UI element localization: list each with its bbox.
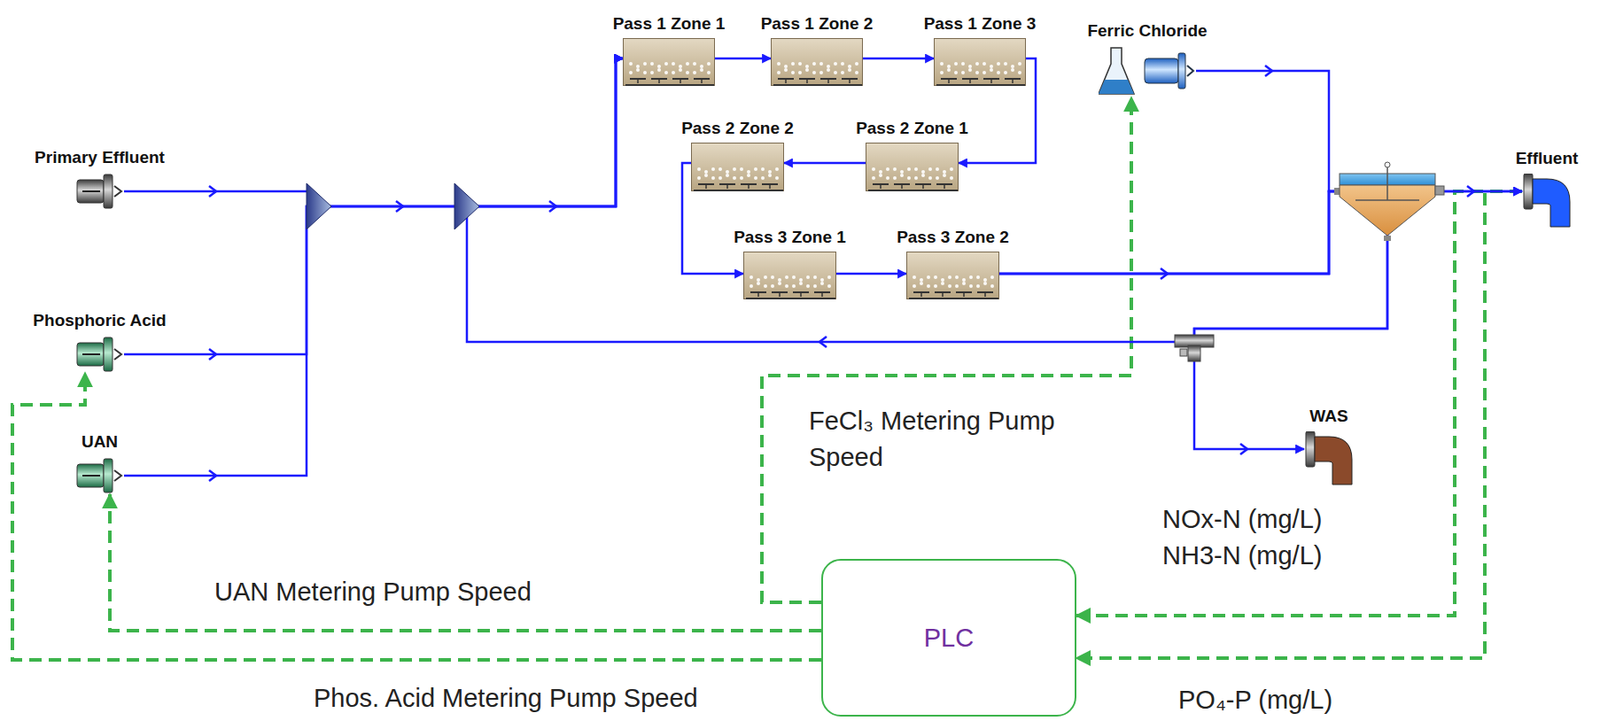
process-flow bbox=[999, 191, 1523, 274]
splitter-tee bbox=[1174, 334, 1214, 362]
aeration-tank: Pass 1 Zone 2 bbox=[770, 38, 863, 86]
controller-label: PLC bbox=[924, 623, 974, 653]
flow-chevron bbox=[209, 65, 1475, 482]
unit-label: Pass 2 Zone 1 bbox=[855, 118, 969, 139]
node-icon bbox=[1522, 173, 1572, 229]
node-icon bbox=[623, 38, 716, 87]
inlet-pipe: UAN bbox=[75, 457, 125, 495]
aeration-tank: Pass 2 Zone 1 bbox=[865, 142, 959, 192]
control-signal bbox=[1076, 191, 1523, 616]
signal-label: FeCl₃ Metering Pump Speed bbox=[808, 403, 1102, 475]
process-flow bbox=[1196, 70, 1523, 192]
unit-label: Pass 3 Zone 2 bbox=[896, 227, 1010, 248]
node-icon bbox=[866, 143, 960, 193]
process-flow bbox=[784, 162, 866, 165]
signal-label: Phos. Acid Metering Pump Speed bbox=[313, 680, 699, 717]
process-flow bbox=[836, 272, 907, 276]
control-signal bbox=[1076, 191, 1523, 659]
process-flow bbox=[714, 57, 771, 61]
node-icon bbox=[744, 252, 838, 301]
node-icon bbox=[934, 38, 1027, 87]
process-flow bbox=[124, 58, 623, 476]
node-icon bbox=[1304, 431, 1354, 487]
unit-label: WAS bbox=[1309, 406, 1348, 427]
process-flow bbox=[124, 58, 623, 207]
node-icon bbox=[75, 335, 125, 373]
aeration-tank: Pass 3 Zone 2 bbox=[906, 251, 1000, 300]
outlet-pipe: Effluent bbox=[1522, 173, 1572, 229]
clarifier bbox=[1334, 162, 1445, 241]
unit-label: Ferric Chloride bbox=[1087, 21, 1207, 41]
control-signal bbox=[761, 97, 1132, 603]
unit-label: Pass 1 Zone 2 bbox=[761, 14, 874, 34]
aeration-tank: Pass 3 Zone 1 bbox=[743, 251, 837, 300]
unit-label: Effluent bbox=[1515, 148, 1579, 169]
signal-label: UAN Metering Pump Speed bbox=[214, 574, 532, 611]
unit-label: Primary Effluent bbox=[34, 147, 165, 168]
chemical-feed: Ferric Chloride bbox=[1098, 46, 1197, 98]
unit-label: Pass 3 Zone 1 bbox=[733, 227, 847, 248]
unit-label: Pass 2 Zone 2 bbox=[681, 118, 794, 139]
plc-box: PLC bbox=[821, 559, 1077, 717]
signal-label: PO₄-P (mg/L) bbox=[1178, 682, 1333, 719]
node-icon bbox=[691, 143, 785, 193]
inlet-pipe: Primary Effluent bbox=[75, 172, 125, 210]
node-icon bbox=[1098, 46, 1197, 98]
control-signal bbox=[109, 494, 822, 631]
inlet-pipe: Phosphoric Acid bbox=[75, 335, 125, 373]
signal-label: NOx-N (mg/L) NH3-N (mg/L) bbox=[1162, 501, 1375, 574]
process-flow bbox=[862, 57, 934, 61]
node-icon bbox=[771, 38, 864, 87]
unit-label: UAN bbox=[81, 432, 118, 452]
node-icon bbox=[75, 172, 125, 210]
aeration-tank: Pass 1 Zone 3 bbox=[933, 38, 1026, 86]
node-icon bbox=[75, 457, 125, 495]
process-flow bbox=[466, 58, 1388, 342]
control-signal bbox=[12, 372, 822, 661]
unit-label: Pass 1 Zone 1 bbox=[613, 14, 726, 34]
aeration-tank: Pass 1 Zone 1 bbox=[622, 38, 715, 86]
node-icon bbox=[907, 252, 1001, 301]
aeration-tank: Pass 2 Zone 2 bbox=[691, 142, 785, 192]
mixer bbox=[306, 183, 480, 230]
unit-label: Phosphoric Acid bbox=[32, 310, 166, 331]
unit-label: Pass 1 Zone 3 bbox=[924, 14, 1037, 34]
outlet-pipe: WAS bbox=[1304, 431, 1354, 487]
